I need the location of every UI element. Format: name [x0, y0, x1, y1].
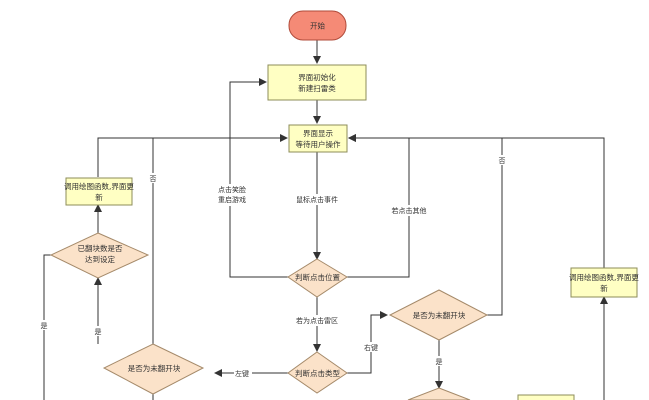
display-label-line1: 界面显示: [303, 129, 333, 138]
init-label-line1: 界面初始化: [298, 72, 336, 82]
draw-left-label-line1: 调用绘图函数,界面更: [64, 181, 134, 191]
display-label-line2: 等待用户操作: [296, 139, 341, 149]
edge-draw-left-to-display: [97, 134, 288, 177]
unflipped-left-decision: 是否为未翻开块: [102, 343, 205, 395]
flipped-count-label-line1: 已翻块数是否: [78, 243, 123, 253]
init-process-node: 界面初始化 新建扫雷类: [267, 64, 367, 101]
draw-left-label-line2: 新: [95, 192, 103, 202]
judge-type-label: 判断点击类型: [295, 368, 340, 378]
partial-process-bottom: [517, 394, 575, 400]
click-other-label: 若点击其他: [392, 206, 427, 215]
edge-labels: 点击笑脸 重启游戏 鼠标点击事件 若点击其他 若为点击雷区 右键 左键 否 否 …: [39, 155, 507, 378]
draw-right-label-line2: 新: [600, 283, 608, 293]
no-left-label: 否: [150, 175, 157, 183]
restart-label-line1: 点击笑脸: [218, 185, 246, 194]
edge-count-yes: [43, 254, 51, 400]
init-label-line2: 新建扫雷类: [298, 83, 336, 93]
yes-left-label-1: 是: [95, 328, 102, 336]
judge-position-decision: 判断点击位置: [287, 258, 348, 298]
unflipped-left-label: 是否为未翻开块: [128, 363, 181, 373]
edge-restart-loop: [229, 78, 288, 278]
draw-right-process-node: 调用绘图函数,界面更 新: [569, 267, 639, 298]
edge-no-right: [348, 134, 503, 316]
draw-right-label-line1: 调用绘图函数,界面更: [569, 272, 639, 282]
partial-decision-bottom: [407, 387, 471, 400]
judge-type-decision: 判断点击类型: [287, 351, 348, 394]
judge-position-label: 判断点击位置: [295, 272, 340, 282]
left-click-label: 左键: [235, 369, 249, 378]
no-right-label: 否: [499, 157, 506, 165]
restart-label-line2: 重启游戏: [218, 195, 246, 204]
display-process-node: 界面显示 等待用户操作: [288, 124, 348, 153]
unflipped-right-label: 是否为未翻开块: [413, 310, 466, 320]
yes-right-label: 是: [436, 358, 443, 366]
edge-draw-right-to-display: [349, 137, 605, 268]
mouse-event-label: 鼠标点击事件: [296, 195, 338, 204]
right-click-label: 右键: [364, 343, 378, 352]
flipped-count-label-line2: 达到设定: [85, 254, 115, 264]
unflipped-right-decision: 是否为未翻开块: [388, 289, 489, 341]
start-node: 开始: [288, 10, 347, 41]
click-mine-area-label: 若为点击雷区: [296, 316, 338, 325]
yes-left-label-2: 是: [41, 322, 48, 330]
flipped-count-decision: 已翻块数是否 达到设定: [49, 232, 150, 279]
start-label: 开始: [310, 21, 325, 31]
draw-left-process-node: 调用绘图函数,界面更 新: [64, 177, 134, 206]
